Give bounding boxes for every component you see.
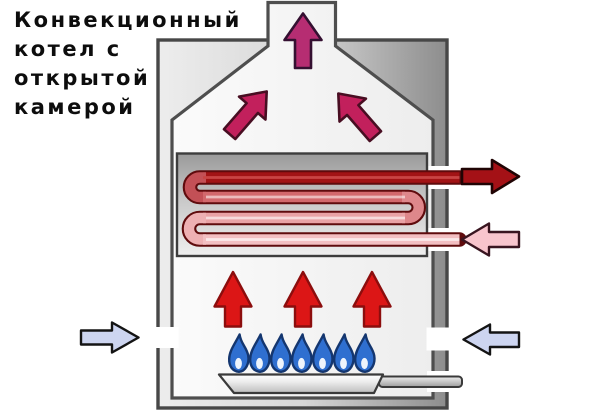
return-water-inlet-arrow-icon [460, 222, 521, 257]
diagram-title-line-4: камерой [14, 95, 136, 119]
diagram-title: Конвекционный котел с открытой камерой [14, 6, 242, 122]
coil-u-turn-3 [183, 212, 206, 245]
air-intake-gap-left [151, 327, 179, 348]
air-intake-gap-right [426, 327, 454, 351]
combustion-heat-arrow-1-icon [213, 270, 253, 328]
coil-u-turn-1 [184, 172, 206, 203]
hot-gas-arrow-left-icon [222, 90, 268, 141]
air-intake-arrow-right-icon [462, 323, 521, 356]
gas-supply-pipe [378, 375, 463, 388]
combustion-heat-arrow-3-icon [352, 270, 392, 328]
flue-exhaust-arrow-icon [283, 12, 323, 70]
combustion-heat-arrow-2-icon [283, 270, 323, 328]
diagram-title-line-3: открытой [14, 66, 151, 90]
coil-u-turn-2 [402, 191, 424, 224]
hot-water-outlet-arrow-icon [460, 158, 521, 195]
diagram-title-line-1: Конвекционный [14, 8, 242, 32]
burner-tray [217, 373, 385, 395]
hot-gas-arrow-right-icon [337, 92, 383, 143]
diagram-title-line-2: котел с [14, 37, 122, 61]
air-intake-arrow-left-icon [79, 321, 140, 354]
